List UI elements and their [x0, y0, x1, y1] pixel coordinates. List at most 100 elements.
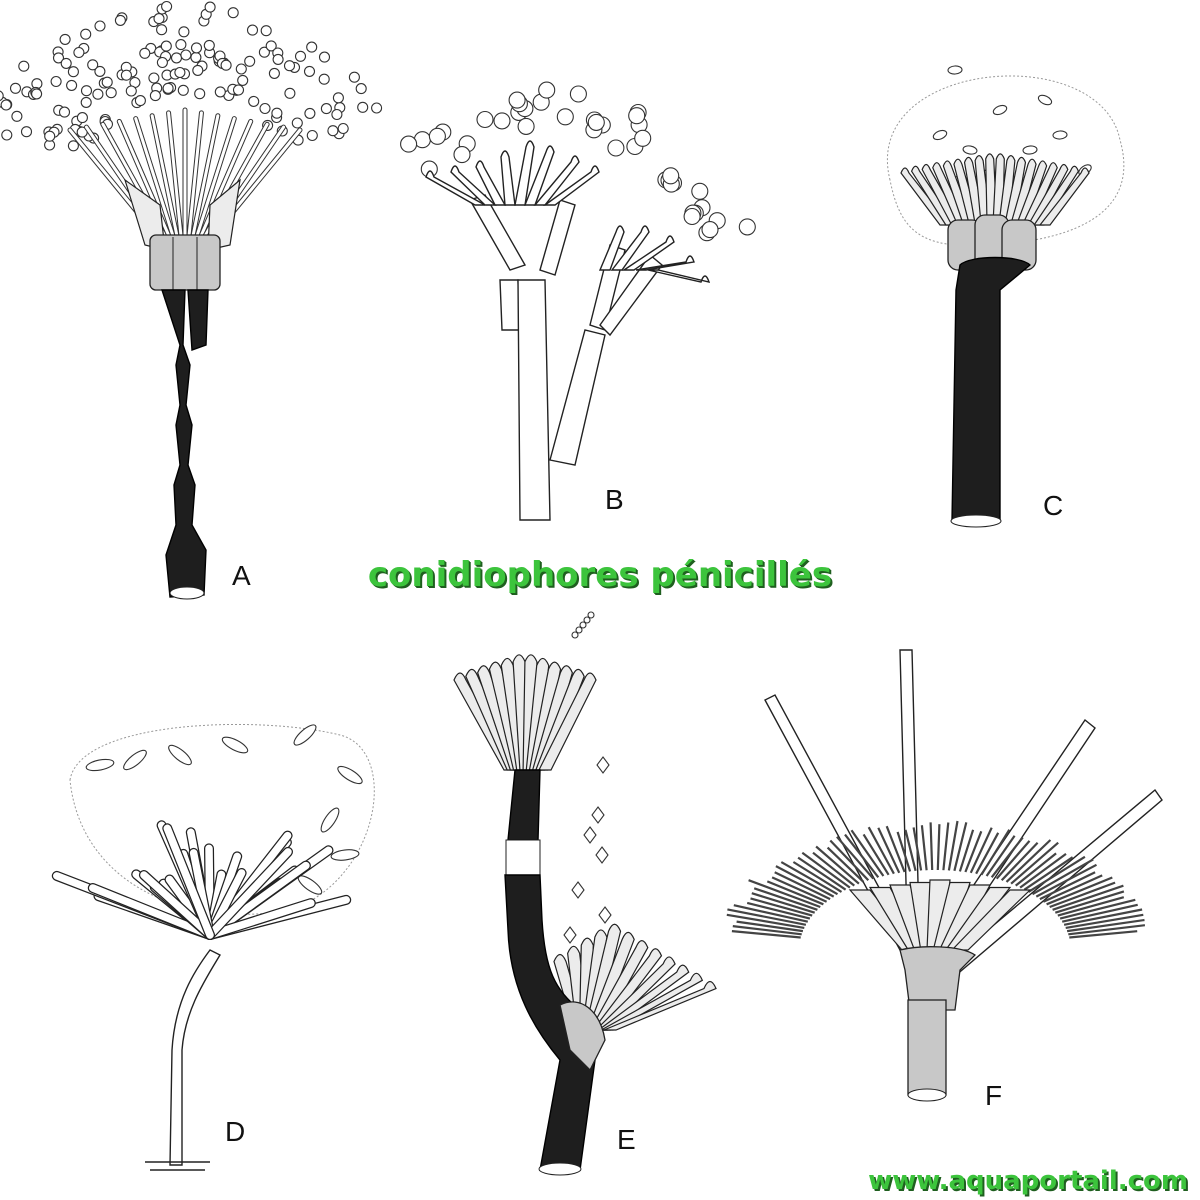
phialide	[964, 830, 983, 873]
phialide	[929, 822, 934, 871]
phialide	[534, 668, 585, 771]
conidium	[357, 101, 369, 113]
phialide	[542, 165, 600, 206]
conidium	[587, 113, 605, 131]
conidium	[272, 53, 284, 65]
phialide	[475, 160, 507, 206]
phialide	[748, 879, 821, 909]
phialide	[594, 956, 676, 1031]
conidium	[932, 129, 948, 141]
conidium	[259, 102, 271, 115]
conidium	[306, 41, 318, 53]
phialide-lumen	[190, 114, 220, 242]
phialide	[425, 170, 486, 206]
conidium	[87, 59, 99, 71]
conidium	[80, 85, 93, 97]
conidium	[595, 846, 609, 864]
panel-label-b: B	[605, 484, 624, 515]
phialide	[771, 876, 828, 903]
conidium	[114, 14, 126, 26]
phialide-lumen	[197, 119, 253, 242]
phialide	[1068, 924, 1146, 936]
conidium	[168, 744, 192, 766]
conidium	[149, 90, 161, 102]
conidium	[683, 207, 701, 226]
phialide	[1063, 908, 1143, 926]
phialide	[1054, 890, 1125, 914]
phialide	[591, 948, 663, 1031]
phialide	[780, 861, 839, 896]
conidium	[563, 926, 577, 944]
conidium	[303, 65, 316, 77]
phialide	[877, 827, 901, 874]
phialide-lumen	[187, 111, 203, 242]
conidium	[134, 95, 146, 107]
conidium	[237, 74, 249, 86]
phialide	[1052, 884, 1124, 911]
conidium	[1, 129, 13, 141]
conidium	[260, 25, 272, 37]
phialide	[920, 825, 928, 871]
phialide	[995, 840, 1031, 880]
conidium	[628, 107, 646, 125]
conidium	[508, 91, 526, 109]
conidium	[178, 26, 190, 38]
conidium	[517, 117, 535, 135]
phialide	[746, 901, 811, 920]
conidium	[175, 39, 187, 51]
conidium	[232, 84, 245, 96]
conidium	[538, 81, 556, 99]
conidium	[583, 616, 591, 624]
conidium	[306, 129, 318, 142]
conidium	[18, 60, 30, 72]
conidium	[66, 79, 78, 91]
conidium	[283, 60, 296, 72]
phialide	[1049, 881, 1116, 909]
phialide	[1035, 863, 1098, 898]
phialide	[751, 892, 816, 914]
conidium	[579, 621, 587, 629]
phialide	[1042, 874, 1103, 903]
panel-a-illustration	[0, 0, 383, 605]
phialide	[1021, 162, 1058, 226]
conidium	[304, 107, 316, 119]
phialide	[514, 140, 535, 206]
conidium	[153, 13, 165, 25]
phialide	[621, 235, 675, 271]
conidium	[190, 51, 202, 63]
conidium	[1022, 145, 1038, 155]
phialide	[985, 835, 1016, 877]
branch-lumen	[140, 871, 214, 939]
conidium	[244, 55, 256, 67]
conidium	[293, 724, 317, 746]
conidium	[634, 129, 652, 147]
conidium	[400, 135, 418, 153]
phialide	[885, 825, 906, 873]
conidium	[265, 40, 277, 52]
conidium	[428, 127, 446, 145]
branch-lumen	[89, 884, 214, 939]
phialide	[862, 833, 890, 876]
phialide	[635, 255, 695, 271]
phialide	[1039, 871, 1096, 901]
conidium	[177, 84, 189, 96]
branch-lumen	[163, 824, 214, 939]
phialide	[610, 225, 650, 271]
phialide	[603, 980, 717, 1031]
panel-c-illustration	[860, 40, 1125, 540]
conidium	[76, 112, 88, 124]
conidium	[101, 76, 113, 88]
conidium	[294, 50, 307, 62]
conidium	[596, 756, 610, 774]
conidium	[337, 765, 363, 785]
conidium	[583, 826, 597, 844]
conidium	[58, 106, 71, 118]
conidium	[331, 108, 343, 121]
phialide	[531, 665, 573, 771]
phialide	[1005, 839, 1052, 883]
phialide	[525, 657, 550, 771]
branch-lumen	[206, 848, 292, 939]
conidium	[214, 86, 226, 98]
conidium	[50, 75, 62, 88]
conidium	[161, 0, 173, 13]
